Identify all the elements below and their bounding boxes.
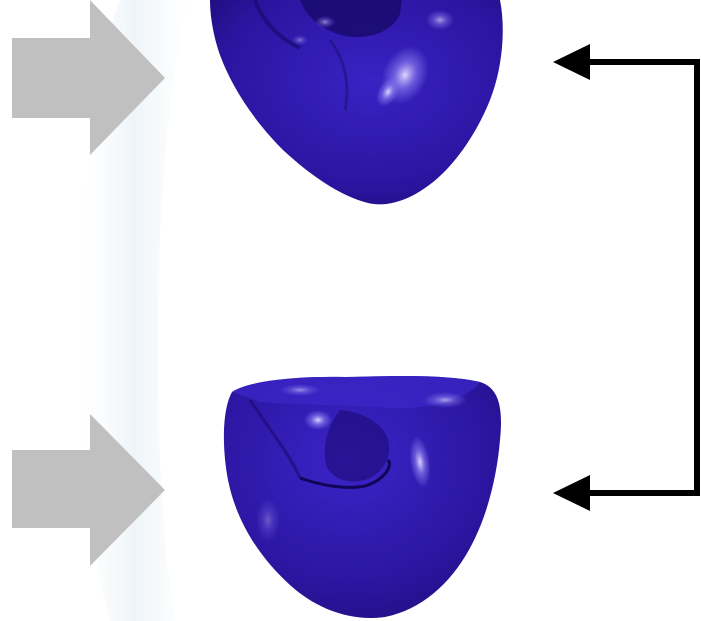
heart-model-top (210, 0, 503, 204)
heart-model-bottom (224, 376, 501, 618)
connector-arrowhead-bottom (553, 475, 590, 511)
connector-arrowhead-top (553, 44, 590, 80)
bracket-connector (553, 44, 697, 511)
